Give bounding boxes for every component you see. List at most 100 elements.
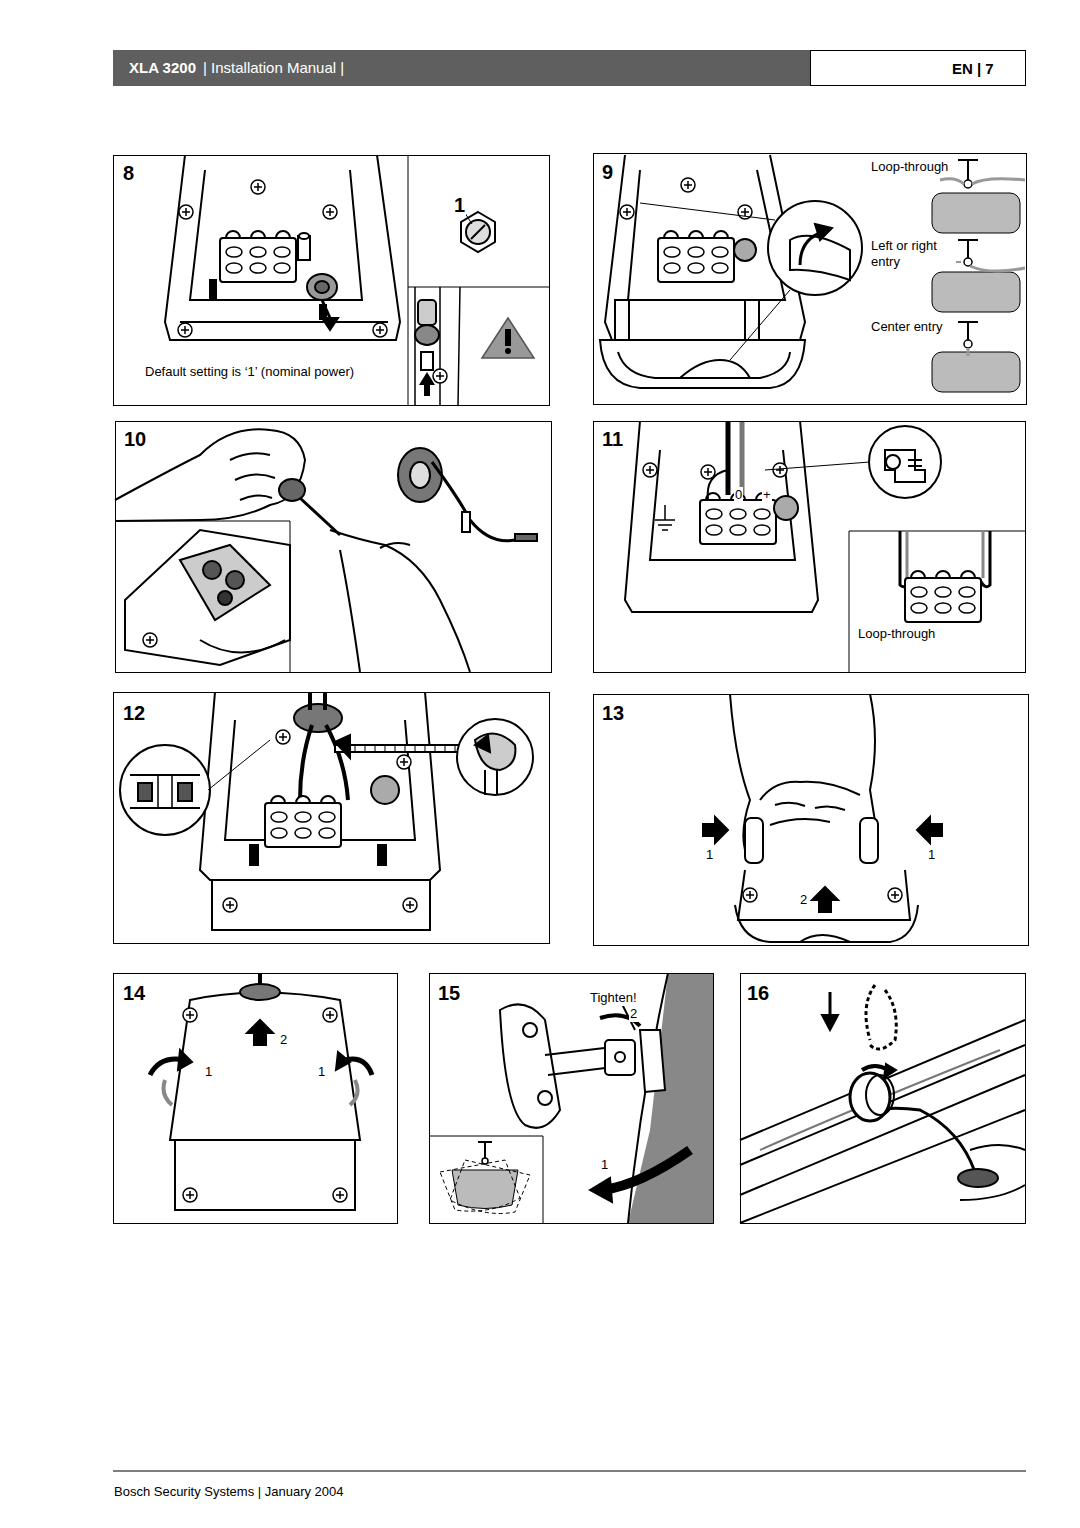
housing-drawing xyxy=(220,231,296,282)
housing-drawing xyxy=(276,730,290,744)
pole-drawing xyxy=(740,1110,1025,1223)
housing-drawing xyxy=(200,692,440,880)
housing-drawing xyxy=(905,571,981,622)
housing-drawing xyxy=(655,505,675,530)
bracket-drawing xyxy=(452,1170,518,1209)
housing-drawing xyxy=(210,280,216,298)
housing-drawing xyxy=(475,735,490,752)
housing-drawing xyxy=(178,1050,192,1070)
hand-drawing xyxy=(760,782,860,825)
step-number: 15 xyxy=(437,981,461,1005)
housing-drawing xyxy=(625,421,1025,672)
pole-drawing xyxy=(862,1066,888,1070)
bracket-drawing xyxy=(500,1004,560,1127)
housing-drawing xyxy=(643,463,657,477)
housing-drawing xyxy=(138,783,152,801)
housing-drawing xyxy=(886,455,900,469)
hand-drawing xyxy=(115,521,290,522)
step-number: 12 xyxy=(122,701,146,725)
housing-drawing xyxy=(421,352,433,370)
housing-drawing xyxy=(505,329,511,346)
housing-drawing xyxy=(265,796,341,847)
footer-text: Bosch Security Systems | January 2004 xyxy=(113,1484,345,1500)
bracket-drawing xyxy=(482,1158,488,1164)
callout-number: 1 xyxy=(927,847,936,863)
pole-drawing xyxy=(740,985,1025,1223)
housing-drawing xyxy=(485,770,497,795)
housing-drawing xyxy=(120,692,533,930)
housing-drawing xyxy=(600,155,1025,392)
wiring-label: Left or right entry xyxy=(870,238,954,269)
hand-drawing xyxy=(218,591,232,605)
pole-drawing xyxy=(760,1050,1000,1150)
housing-drawing xyxy=(336,1052,350,1070)
housing-drawing xyxy=(932,272,1020,312)
terminal-sign: 0 xyxy=(734,487,743,503)
housing-drawing xyxy=(734,239,756,261)
housing-drawing xyxy=(190,170,362,300)
housing-drawing xyxy=(315,281,329,293)
housing-drawing xyxy=(849,531,850,672)
housing-drawing xyxy=(620,205,634,219)
housing-drawing xyxy=(299,233,309,239)
housing-drawing xyxy=(223,898,237,912)
bracket-drawing xyxy=(615,1052,625,1062)
housing-drawing xyxy=(773,463,787,477)
pole-drawing xyxy=(829,992,832,1015)
housing-drawing xyxy=(208,740,270,790)
housing-drawing xyxy=(158,775,172,808)
page-box: EN | 7 xyxy=(810,50,1026,86)
wiring-label: Loop-through xyxy=(857,626,936,642)
step-panel: 10 xyxy=(115,421,552,673)
step-panel: 16 xyxy=(740,973,1026,1224)
hand-drawing xyxy=(812,887,838,912)
hand-drawing xyxy=(410,462,430,488)
bracket-drawing xyxy=(429,973,713,1223)
step-number: 11 xyxy=(601,427,624,451)
housing-drawing xyxy=(625,421,818,612)
housing-drawing xyxy=(378,845,386,865)
housing-drawing xyxy=(471,225,485,239)
housing-drawing xyxy=(403,898,417,912)
housing-drawing xyxy=(183,1188,197,1202)
housing-drawing xyxy=(967,348,970,356)
housing-drawing xyxy=(120,745,210,835)
housing-drawing xyxy=(130,775,200,808)
housing-drawing xyxy=(869,426,941,498)
hand-drawing xyxy=(775,803,845,810)
housing-drawing xyxy=(680,360,750,378)
housing-drawing xyxy=(170,993,360,1141)
housing-drawing xyxy=(323,205,337,219)
hand-drawing xyxy=(860,818,878,863)
housing-drawing xyxy=(247,1020,273,1045)
housing-drawing xyxy=(415,325,439,345)
bracket-drawing xyxy=(628,973,713,1223)
housing-drawing xyxy=(768,201,862,295)
housing-drawing xyxy=(345,745,455,752)
housing-drawing xyxy=(371,776,399,804)
pole-drawing xyxy=(866,1075,894,1115)
step-panel: 13112 xyxy=(593,694,1029,946)
inset-panel: 1 xyxy=(409,156,551,289)
hand-drawing xyxy=(398,448,442,502)
hand-drawing xyxy=(432,462,515,541)
pole-drawing xyxy=(960,1145,1025,1200)
wiring-label: Center entry xyxy=(870,319,944,335)
housing-drawing xyxy=(180,321,388,323)
bracket-drawing xyxy=(603,1150,690,1190)
header-band: XLA 3200| Installation Manual | xyxy=(113,50,810,86)
housing-drawing xyxy=(615,300,629,340)
housing-drawing xyxy=(726,421,731,495)
hand-drawing xyxy=(405,430,445,438)
housing-drawing xyxy=(335,735,350,758)
housing-drawing xyxy=(320,305,326,319)
callout-number: 1 xyxy=(705,847,714,863)
step-number: 13 xyxy=(601,701,625,725)
housing-drawing xyxy=(774,496,798,520)
housing-drawing xyxy=(323,1008,337,1022)
housing-drawing xyxy=(183,1008,197,1022)
step-number: 9 xyxy=(601,160,614,184)
housing-drawing xyxy=(885,450,925,482)
housing-drawing xyxy=(628,170,785,300)
housing-drawing xyxy=(300,725,348,800)
